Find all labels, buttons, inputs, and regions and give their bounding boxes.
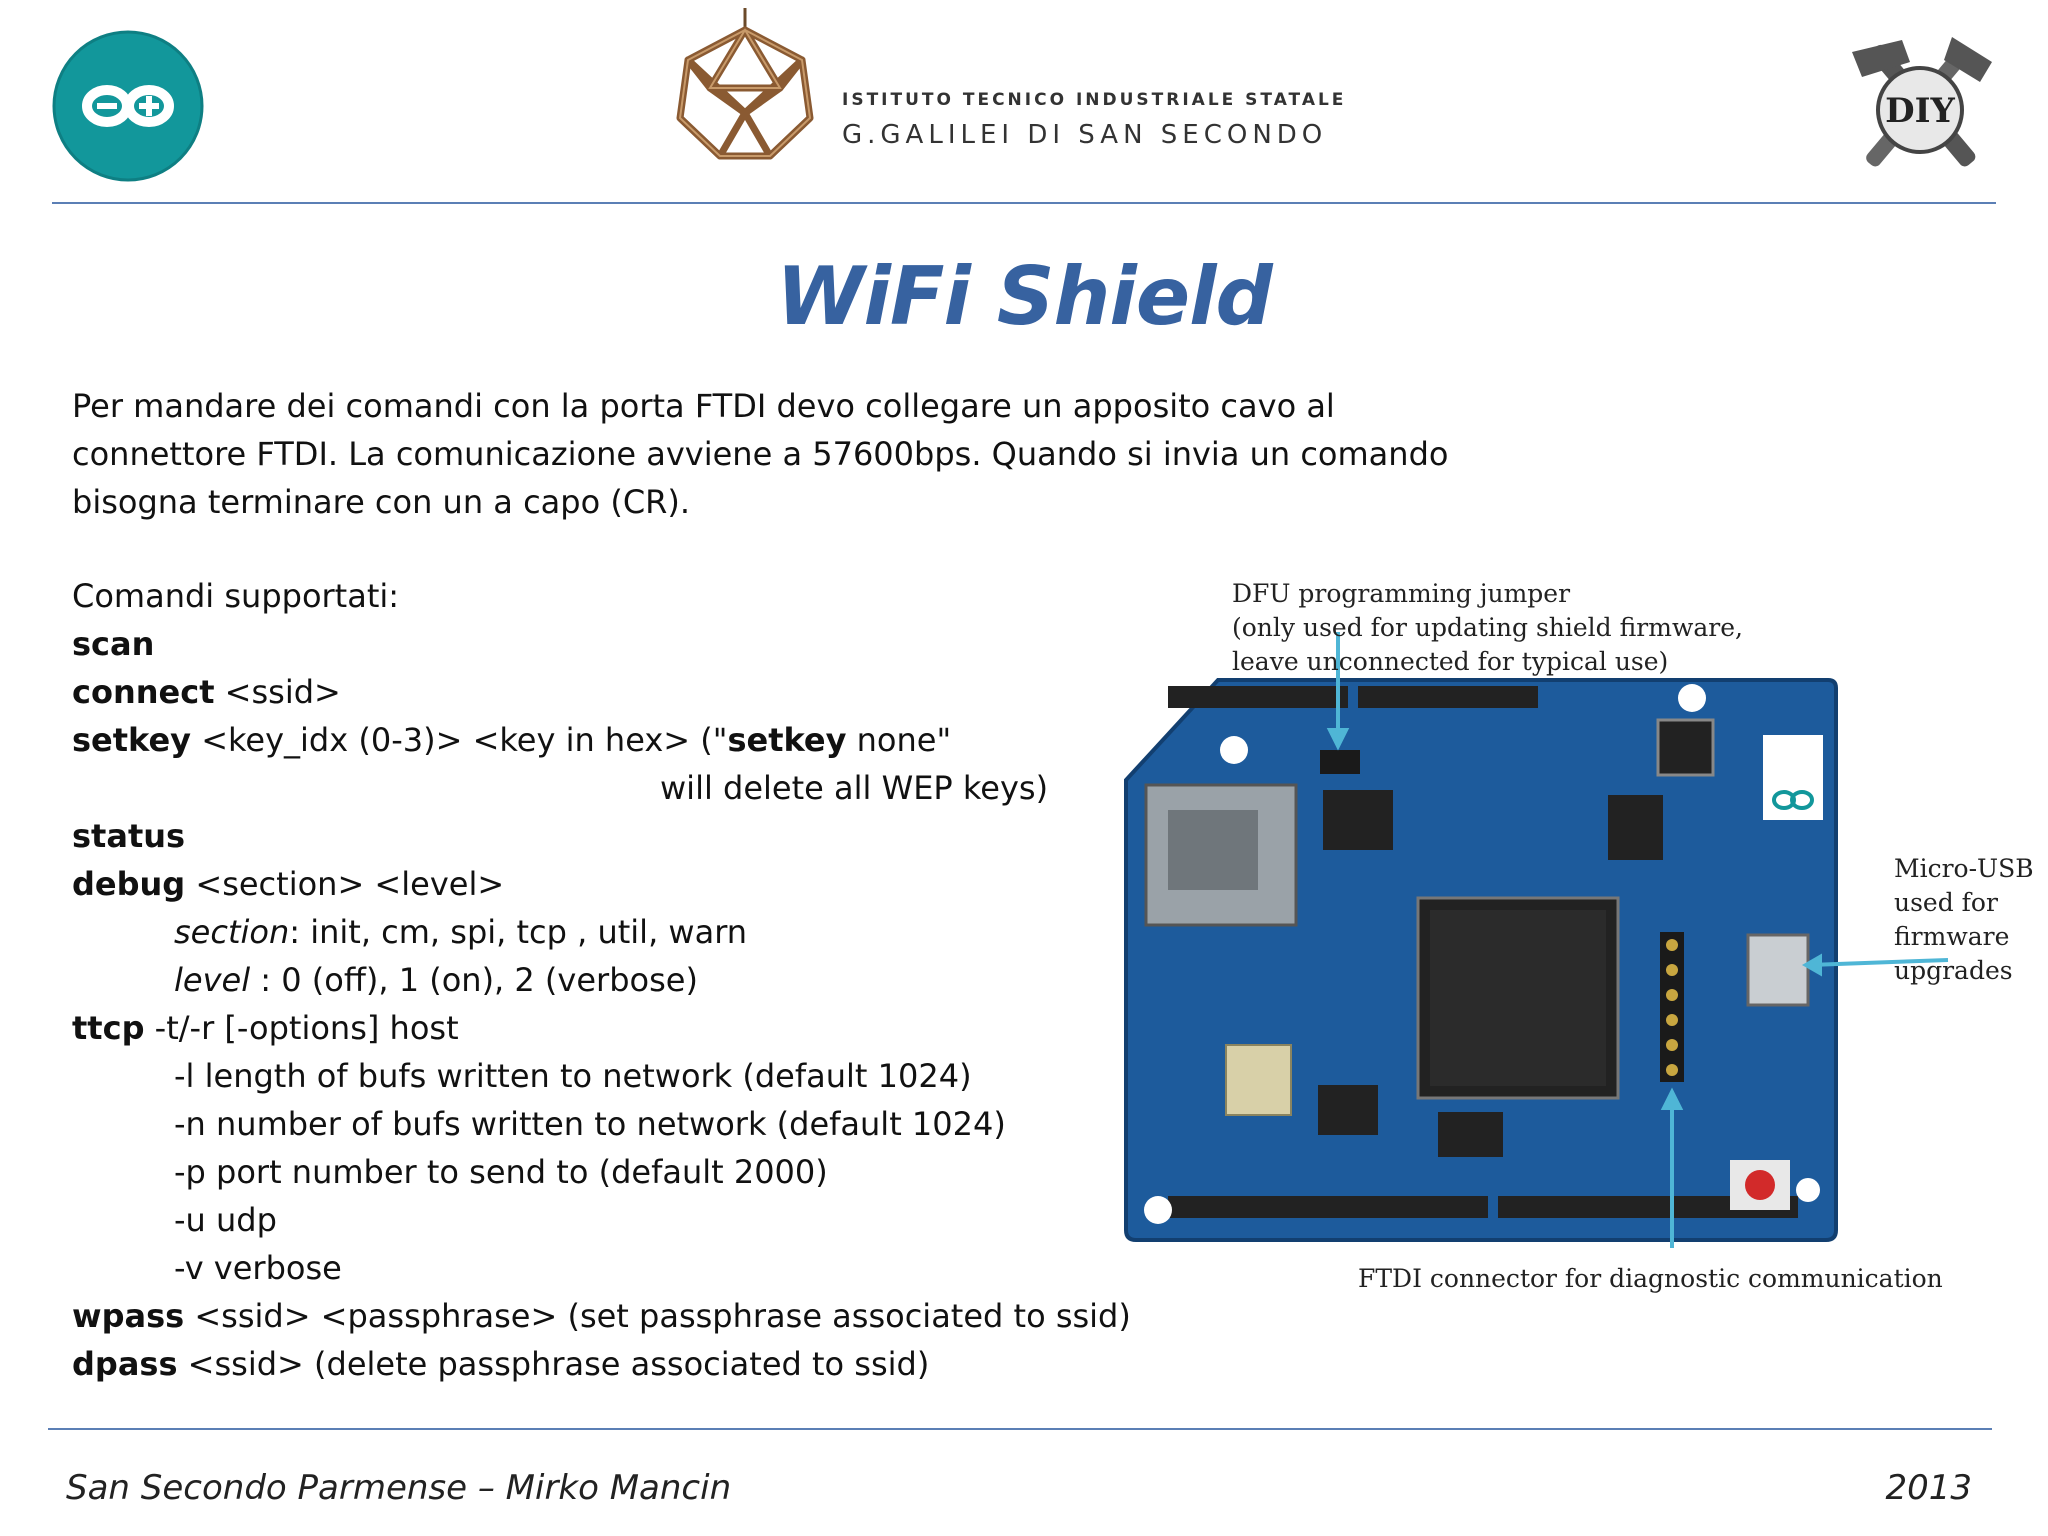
ttcp-option: -p port number to send to (default 2000) (174, 1153, 828, 1191)
intro-line: connettore FTDI. La comunicazione avvien… (72, 435, 1449, 473)
annotation-line: used for (1894, 888, 1998, 917)
cmd-args: -t/-r [-options] host (144, 1009, 459, 1047)
cmd-wpass: wpass <ssid> <passphrase> (set passphras… (72, 1292, 1131, 1340)
diy-logo-text: DIY (1885, 91, 1955, 131)
cmd-dpass: dpass <ssid> (delete passphrase associat… (72, 1340, 1092, 1388)
cmd-scan: scan (72, 625, 155, 663)
annotation-ftdi-connector: FTDI connector for diagnostic communicat… (1358, 1264, 1943, 1293)
cmd-keyword: debug (72, 865, 186, 903)
cmd-connect: connect <ssid> (72, 668, 1092, 716)
intro-line: Per mandare dei comandi con la porta FTD… (72, 387, 1335, 425)
annotation-line: DFU programming jumper (1232, 579, 1571, 608)
ttcp-option: -l length of bufs written to network (de… (174, 1057, 972, 1095)
cmd-keyword: dpass (72, 1345, 178, 1383)
cmd-args: <section> <level> (185, 865, 505, 903)
ttcp-option: -v verbose (174, 1249, 342, 1287)
annotation-line: (only used for updating shield firmware, (1232, 613, 1743, 642)
intro-line: bisogna terminare con un a capo (CR). (72, 483, 691, 521)
cmd-ttcp: ttcp -t/-r [-options] host (72, 1004, 1092, 1052)
footer-year: 2013 (1885, 1468, 1972, 1508)
school-name-line1: ISTITUTO TECNICO INDUSTRIALE STATALE (842, 90, 1347, 110)
commands-heading: Comandi supportati: (72, 577, 400, 615)
param-name: level (174, 961, 251, 999)
diy-tools-logo: DIY (1852, 37, 1992, 167)
annotation-line: leave unconnected for typical use) (1232, 647, 1669, 676)
arduino-logo (52, 30, 204, 182)
annotation-line: upgrades (1894, 956, 2013, 985)
cmd-setkey: setkey <key_idx (0-3)> <key in hex> ("se… (72, 716, 1092, 764)
cmd-args: none" (846, 721, 952, 759)
cmd-setkey-continuation: will delete all WEP keys) (660, 769, 1049, 807)
commands-list: Comandi supportati: scan connect <ssid> … (72, 572, 1131, 1388)
intro-paragraph: Per mandare dei comandi con la porta FTD… (72, 382, 1482, 526)
ttcp-option: -u udp (174, 1201, 277, 1239)
debug-level-line: level : 0 (off), 1 (on), 2 (verbose) (72, 956, 1092, 1004)
cmd-keyword: connect (72, 673, 215, 711)
param-values: : 0 (off), 1 (on), 2 (verbose) (250, 961, 698, 999)
cmd-keyword: wpass (72, 1297, 185, 1335)
school-polyhedron-logo (676, 8, 814, 160)
cmd-args: <ssid> (delete passphrase associated to … (177, 1345, 930, 1383)
footer-author: San Secondo Parmense – Mirko Mancin (66, 1468, 732, 1508)
param-values: : init, cm, spi, tcp , util, warn (289, 913, 748, 951)
slide-title: WiFi Shield (776, 250, 1273, 343)
header-divider (52, 202, 1996, 204)
cmd-debug: debug <section> <level> (72, 860, 1092, 908)
annotation-micro-usb: Micro-USB used for firmware upgrades (1894, 852, 2034, 988)
cmd-args: <ssid> (214, 673, 341, 711)
cmd-keyword: setkey (72, 721, 192, 759)
school-name-line2: G.GALILEI DI SAN SECONDO (842, 120, 1328, 150)
annotation-line: Micro-USB (1894, 854, 2034, 883)
param-name: section (174, 913, 290, 951)
ttcp-option: -n number of bufs written to network (de… (174, 1105, 1006, 1143)
debug-section-line: section: init, cm, spi, tcp , util, warn (72, 908, 1092, 956)
footer-divider (48, 1428, 1992, 1430)
annotation-line: firmware (1894, 922, 2010, 951)
cmd-keyword-inline: setkey (727, 721, 847, 759)
cmd-args: <ssid> <passphrase> (set passphrase asso… (184, 1297, 1131, 1335)
wifi-shield-board-illustration (1124, 632, 1949, 1248)
cmd-keyword: ttcp (72, 1009, 145, 1047)
cmd-args: <key_idx (0-3)> <key in hex> (" (191, 721, 728, 759)
cmd-status: status (72, 817, 186, 855)
annotation-dfu-jumper: DFU programming jumper (only used for up… (1232, 577, 1772, 679)
